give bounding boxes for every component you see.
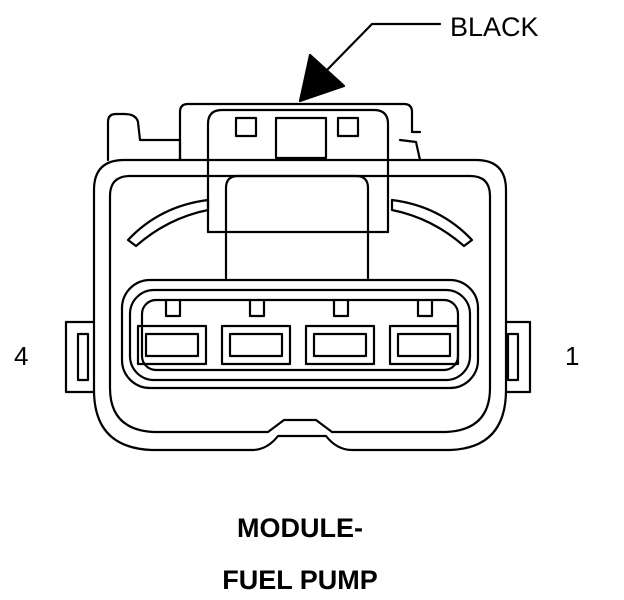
terminal-pin bbox=[312, 332, 368, 358]
terminal-latch bbox=[416, 298, 434, 318]
terminal-latch bbox=[164, 298, 182, 318]
top-left-latch bbox=[106, 112, 182, 162]
callout-leader bbox=[298, 22, 442, 103]
terminal-cavity bbox=[136, 298, 208, 366]
terminal-outer bbox=[220, 324, 292, 366]
terminal-outer bbox=[136, 324, 208, 366]
right-side-tab-inner bbox=[506, 332, 520, 382]
terminal-cavity bbox=[388, 298, 460, 366]
terminal-pin bbox=[144, 332, 200, 358]
lock-tower bbox=[206, 108, 390, 234]
pin-1-label: 1 bbox=[565, 341, 580, 371]
lock-tongue bbox=[224, 174, 370, 280]
terminal-housing-inner bbox=[128, 288, 472, 382]
connector-title-line1: MODULE- bbox=[237, 513, 363, 543]
left-side-tab-inner bbox=[76, 332, 90, 382]
top-right-latch bbox=[398, 138, 422, 162]
left-side-tab bbox=[64, 320, 96, 394]
connector-outer-housing bbox=[92, 158, 508, 452]
left-groove bbox=[126, 198, 210, 248]
terminal-latch bbox=[248, 298, 266, 318]
lock-window-left bbox=[234, 116, 258, 138]
terminal-housing-outer bbox=[120, 278, 480, 390]
terminal-pin bbox=[228, 332, 284, 358]
connector-inner-housing bbox=[108, 174, 492, 434]
terminal-cavity bbox=[304, 298, 376, 366]
connector-title-line2: FUEL PUMP bbox=[222, 565, 378, 595]
terminal-outer bbox=[304, 324, 376, 366]
right-side-tab bbox=[504, 320, 532, 394]
color-callout-label: BLACK bbox=[450, 12, 539, 42]
terminal-cavity bbox=[220, 298, 292, 366]
terminal-group bbox=[136, 298, 460, 366]
terminal-outer bbox=[388, 324, 460, 366]
right-groove bbox=[390, 198, 474, 248]
lock-window-right bbox=[336, 116, 360, 138]
terminal-pin bbox=[396, 332, 452, 358]
lock-window-center bbox=[274, 116, 328, 160]
terminal-latch bbox=[332, 298, 350, 318]
top-lock-frame bbox=[178, 102, 422, 162]
pin-4-label: 4 bbox=[14, 341, 29, 371]
